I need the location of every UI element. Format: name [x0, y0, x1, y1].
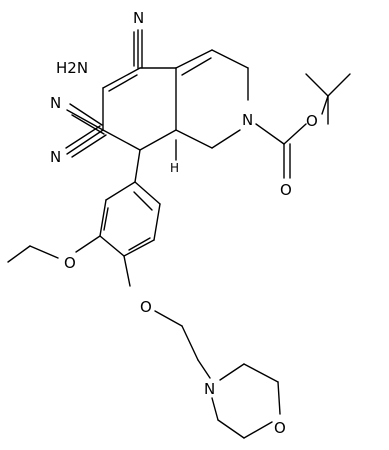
hydrogen-label: H	[170, 161, 179, 175]
bicyclic-core	[102, 49, 249, 151]
boc-group: O O	[255, 73, 351, 199]
morpholine-nitrogen-label: N	[204, 380, 215, 398]
cyano-upper-left: N	[50, 94, 105, 135]
ether-chain: O	[123, 255, 211, 379]
cyano-upper-left-n: N	[50, 94, 61, 112]
ethoxy-oxygen-label: O	[64, 254, 76, 272]
stereo-hydrogen: H	[170, 139, 179, 175]
cyano-lower-left: N	[50, 125, 107, 166]
aryl-ring	[99, 149, 161, 257]
ring-nitrogen: N	[242, 111, 253, 129]
morpholine-oxygen-label: O	[274, 419, 286, 437]
amino-group: H2N	[56, 59, 88, 77]
amino-label: H2N	[56, 59, 88, 77]
morpholine-ring: N O	[204, 363, 286, 439]
cyano-top: N	[133, 9, 144, 69]
ethoxy-group: O	[7, 235, 101, 272]
ring-nitrogen-label: N	[242, 111, 253, 129]
cyano-top-n: N	[133, 9, 144, 27]
cyano-lower-left-n: N	[50, 148, 61, 166]
carbonyl-oxygen-label: O	[280, 181, 292, 199]
ether-oxygen-label: O	[140, 298, 152, 316]
ester-oxygen-label: O	[306, 112, 318, 130]
